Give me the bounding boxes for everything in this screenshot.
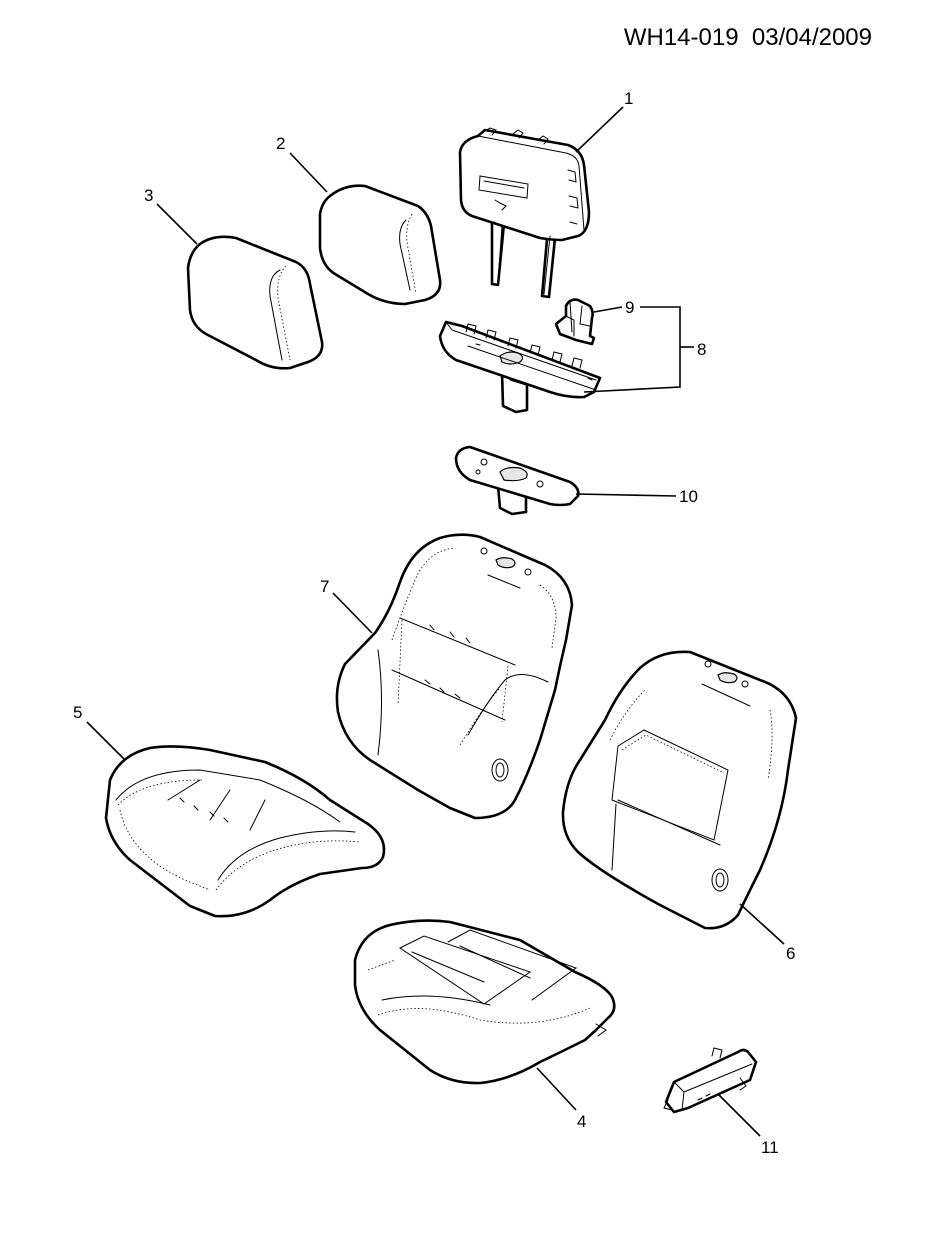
- callout-10: 10: [679, 487, 698, 506]
- part-5-seat-cushion-cover: [104, 745, 386, 918]
- part-7-backrest-cover: [335, 533, 574, 820]
- callout-9: 9: [625, 298, 634, 317]
- part-2-headrest-cover: [318, 184, 442, 306]
- callout-2: 2: [276, 134, 285, 153]
- callout-5: 5: [73, 703, 82, 722]
- part-9-guide-clip: [554, 298, 596, 346]
- leader-lines: [86, 106, 785, 1137]
- callout-3: 3: [144, 186, 153, 205]
- part-11-control-module: [663, 1047, 758, 1114]
- callout-6: 6: [786, 944, 795, 963]
- part-3-headrest-cover: [186, 235, 324, 370]
- part-8-guide-bracket: [438, 320, 602, 414]
- diagram-reference-code: WH14-019 03/04/2009: [623, 24, 872, 51]
- part-4-seat-cushion-cover: [353, 919, 616, 1085]
- part-10-trim-bezel: [454, 445, 580, 516]
- callout-8: 8: [697, 340, 706, 359]
- callout-1: 1: [624, 89, 633, 108]
- callout-labels: 1 2 3 4 5 6 7 8 9 10 11: [73, 89, 795, 1157]
- callout-11: 11: [761, 1138, 779, 1157]
- part-6-backrest-cover: [561, 650, 798, 930]
- part-1-headrest-assembly: [458, 127, 591, 299]
- callout-7: 7: [320, 577, 329, 596]
- callout-4: 4: [577, 1112, 586, 1131]
